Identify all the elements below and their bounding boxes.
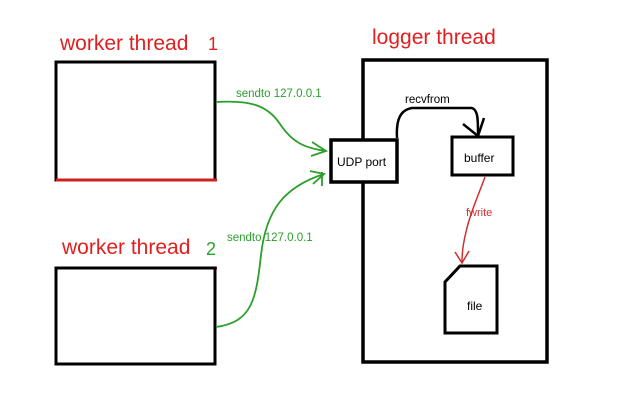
arrow-worker1-to-udp [215, 100, 327, 152]
arrow-fwrite-head [454, 250, 470, 265]
udp-port-box [329, 138, 399, 184]
label-sendto-2: sendto 127.0.0.1 [227, 232, 313, 244]
worker2-title: worker thread [61, 236, 190, 259]
arrow-worker2-to-udp [215, 173, 325, 328]
arrow-recvfrom-head [462, 117, 486, 139]
logger-title: logger thread [372, 26, 496, 49]
worker2-number: 2 [206, 239, 216, 259]
logger-box [361, 58, 549, 364]
worker1-box [54, 60, 217, 182]
arrow-worker2-head [309, 170, 326, 185]
label-sendto-1: sendto 127.0.0.1 [236, 88, 322, 100]
buffer-label: buffer [464, 151, 494, 165]
worker2-box [54, 266, 217, 366]
label-fwrite: fwrite [466, 207, 492, 219]
label-recvfrom: recvfrom [405, 94, 450, 106]
worker1-title: worker thread [59, 32, 188, 55]
file-shape [443, 264, 499, 335]
worker1-number: 1 [208, 34, 218, 54]
file-label: file [467, 299, 483, 313]
arrow-fwrite [461, 176, 486, 263]
arrow-recvfrom [395, 106, 480, 139]
buffer-box [450, 135, 515, 177]
udp-port-label: UDP port [337, 155, 387, 169]
arrow-worker1-head [310, 141, 329, 157]
